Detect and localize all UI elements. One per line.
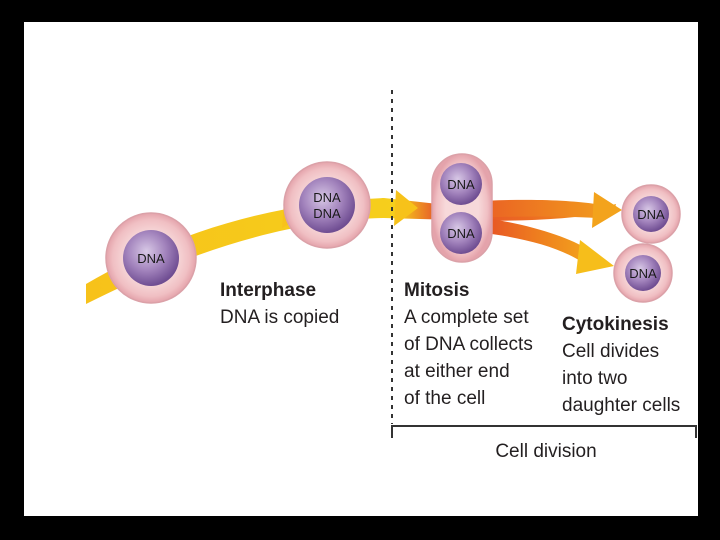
mitosis-caption: Mitosis A complete set of DNA collects a…	[404, 280, 533, 409]
cytokinesis-title: Cytokinesis	[562, 314, 669, 335]
daughter-cell-top: DNA	[621, 184, 681, 244]
cell-division-label: Cell division	[495, 441, 596, 462]
cytokinesis-line: into two	[562, 368, 627, 389]
cell-division-bracket: Cell division	[391, 425, 697, 462]
interphase-line: DNA is copied	[220, 307, 339, 328]
daughter-cell-bottom: DNA	[613, 243, 673, 303]
dna-label: DNA	[137, 251, 165, 266]
nucleus	[625, 255, 661, 291]
dna-label: DNA	[637, 207, 665, 222]
mitosis-entry-arrowhead	[394, 190, 418, 226]
nucleus-top	[440, 163, 482, 205]
mitosis-line: A complete set	[404, 307, 529, 328]
dna-label-bottom: DNA	[447, 226, 475, 241]
mitosis-cell: DNA DNA	[431, 153, 493, 263]
nucleus	[299, 177, 355, 233]
nucleus	[633, 196, 669, 232]
interphase-copied-cell: DNA DNA	[283, 161, 371, 249]
mitosis-title: Mitosis	[404, 280, 469, 301]
cytokinesis-line: Cell divides	[562, 341, 659, 362]
interphase-caption: Interphase DNA is copied	[220, 280, 339, 328]
cytokinesis-caption: Cytokinesis Cell divides into two daught…	[562, 314, 680, 416]
upper-daughter-arrowhead	[592, 192, 622, 228]
interphase-start-cell: DNA	[105, 212, 197, 304]
dna-label-top: DNA	[447, 177, 475, 192]
cytokinesis-line: daughter cells	[562, 395, 680, 416]
nucleus-bottom	[440, 212, 482, 254]
mitosis-line: of DNA collects	[404, 334, 533, 355]
upper-daughter-arrow	[464, 199, 596, 218]
dna-label: DNA	[629, 266, 657, 281]
diagram-frame: DNA DNA DNA DNA DNA DNA DNA Interphase D…	[24, 22, 698, 516]
lower-daughter-arrowhead	[576, 240, 614, 274]
dna-label-top: DNA	[313, 190, 341, 205]
interphase-title: Interphase	[220, 280, 316, 301]
mitosis-line: of the cell	[404, 388, 485, 409]
dna-label-bottom: DNA	[313, 206, 341, 221]
nucleus	[123, 230, 179, 286]
mitosis-line: at either end	[404, 361, 510, 382]
cell-cycle-diagram: DNA DNA DNA DNA DNA DNA DNA Interphase D…	[86, 90, 697, 462]
